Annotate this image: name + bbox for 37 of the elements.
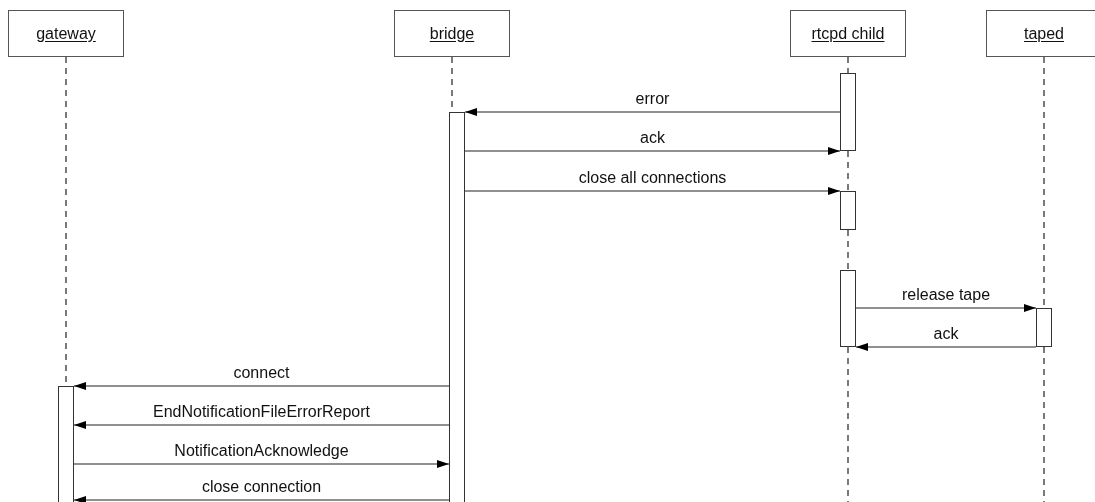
lifeline-head	[8, 10, 124, 57]
edge-label: ack	[640, 129, 665, 147]
participant-name: gateway	[36, 25, 96, 42]
lifeline-head	[986, 10, 1095, 57]
lifeline-head	[394, 10, 510, 57]
participant-name: taped	[1023, 25, 1064, 42]
lifeline-head	[790, 10, 906, 57]
edge-label: connect	[233, 364, 290, 382]
activation-bar	[840, 191, 856, 230]
edge-label: ack	[933, 325, 959, 343]
message-arrow	[464, 187, 841, 195]
edge-label: close all connections	[578, 169, 727, 187]
message-arrow	[855, 304, 1037, 312]
edge-label: release tape	[901, 286, 991, 304]
participant-name: bridge	[429, 25, 475, 42]
edge-label: close connection	[201, 478, 322, 496]
lifeline	[847, 56, 849, 74]
message-arrow	[464, 108, 841, 116]
activation-bar	[449, 112, 465, 502]
activation-bar	[840, 73, 856, 151]
activation-bar	[58, 386, 74, 502]
activation-bar	[1036, 308, 1052, 347]
lifeline	[847, 150, 849, 192]
participant-name: rtcpd child	[811, 25, 885, 42]
message-arrow	[464, 147, 841, 155]
edge-label: NotificationAcknowledge	[174, 442, 349, 460]
edge-label: error	[635, 90, 670, 108]
lifeline	[847, 346, 849, 502]
activation-bar	[840, 270, 856, 347]
lifeline	[847, 229, 849, 271]
message-arrow	[73, 382, 450, 390]
edge-label: EndNotificationFileErrorReport	[153, 403, 370, 421]
lifeline	[1043, 346, 1045, 502]
message-arrow	[855, 343, 1037, 351]
message-arrow	[73, 460, 450, 468]
message-arrow	[73, 421, 450, 429]
message-arrow	[73, 496, 450, 502]
